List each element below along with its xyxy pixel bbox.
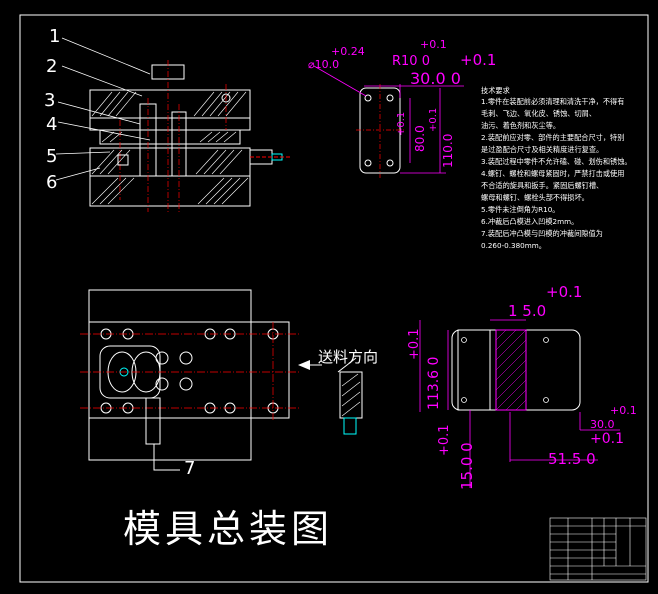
note-line: 螺母和螺钉、螺栓头部不得损坏。	[481, 193, 589, 202]
notes-heading: 技术要求	[481, 86, 510, 95]
dim-h2-tol: +0.1	[428, 108, 439, 132]
dim-h1-tol: +0.1	[396, 112, 407, 136]
note-line: 毛刺、飞边、氧化皮、锈蚀、切屑、	[481, 109, 596, 118]
dim-diameter: ⌀10.0	[308, 58, 339, 71]
dim-width: 30.0 0	[410, 69, 461, 88]
pin	[117, 154, 129, 166]
dim-lines-tr	[313, 65, 464, 174]
note-line: 5.零件未注倒角为R10。	[481, 205, 560, 214]
dim-br-top-width: 1 5.0	[508, 302, 546, 320]
note-line: 4.螺钉、螺栓和螺母紧固时，严禁打击或使用	[481, 169, 624, 178]
plan-centerlines	[80, 322, 300, 420]
punch-plate-detail	[313, 65, 464, 178]
die-insert-detail	[419, 319, 620, 488]
callout-7-leader	[153, 444, 180, 471]
strip-guide	[88, 321, 290, 419]
dim-br-right-tol: +0.1	[610, 404, 637, 417]
lower-hatch	[91, 177, 249, 205]
feed-direction-label: 送料方向	[318, 348, 378, 366]
callout-3: 3	[44, 90, 55, 111]
insert-hatch	[495, 329, 527, 411]
dim-br-left-tol: +0.1	[407, 328, 422, 360]
callout-1: 1	[49, 26, 60, 47]
stop-block	[145, 397, 161, 445]
feed-direction-arrow	[298, 360, 322, 370]
upper-plate-hatch	[91, 91, 247, 117]
note-line: 3.装配过程中零件不允许磕、碰、划伤和锈蚀。	[481, 157, 632, 166]
callout-6: 6	[46, 172, 57, 193]
dim-h1: 80.0	[413, 125, 427, 152]
leader-lines	[55, 37, 151, 181]
callout-5: 5	[46, 146, 57, 167]
stripper-plate	[99, 129, 241, 145]
dim-br-left-height: 113.6 0	[426, 357, 442, 410]
section-detail	[337, 357, 363, 435]
note-line: 2.装配前应对零、部件的主要配合尺寸，特别	[481, 133, 624, 142]
dim-br-top-tol: +0.1	[546, 283, 582, 301]
centerlines	[119, 60, 227, 212]
screw-icon	[221, 93, 231, 103]
dim-tol-b: +0.1	[420, 38, 447, 51]
plan-view	[80, 289, 300, 471]
note-line: 是过盈配合尺寸及相关精度进行复查。	[481, 145, 603, 154]
dim-lines-br	[419, 319, 620, 488]
title-block	[549, 517, 647, 581]
callout-2: 2	[46, 56, 57, 77]
note-line: 0.260-0.380mm。	[481, 241, 546, 250]
note-line: 6.冲裁后凸模进入凹模2mm。	[481, 217, 578, 226]
dim-h2: 110.0	[441, 134, 455, 168]
callout-4: 4	[46, 114, 57, 135]
drawing-frame	[19, 14, 649, 583]
callout-7: 7	[184, 458, 195, 479]
assembly-section-view	[55, 37, 290, 212]
dim-tol-a: +0.24	[331, 45, 365, 58]
note-line: 油污、着色剂和灰尘等。	[481, 121, 560, 130]
middle-hatch	[101, 131, 237, 143]
dim-br-right-small-tol: +0.1	[590, 431, 624, 447]
dim-tol-c: +0.1	[460, 51, 496, 69]
lower-plate	[89, 175, 251, 207]
notes-lines: 1.零件在装配前必须清理和清洗干净，不得有 毛刺、飞边、氧化皮、锈蚀、切屑、 油…	[481, 97, 632, 250]
dim-radius: R10 0	[392, 54, 430, 69]
dim-br-bottom-tol: +0.1	[437, 424, 452, 456]
die-base-outline	[88, 289, 252, 461]
die-hatch	[91, 149, 243, 175]
dim-br-bottom-width: 51.5 0	[548, 450, 596, 468]
note-line: 1.零件在装配前必须清理和清洗干净，不得有	[481, 97, 624, 106]
dim-br-right-small: 30.0	[590, 418, 615, 431]
drawing-title: 模具总装图	[123, 507, 334, 551]
note-line: 7.装配后冲凸模与凹模的冲裁间隙值为	[481, 229, 603, 238]
dim-br-bottom-height: 15.0 0	[458, 442, 476, 490]
note-line: 不合适的旋具和扳手。紧固后螺钉槽、	[481, 181, 603, 190]
die-plate	[89, 147, 251, 177]
